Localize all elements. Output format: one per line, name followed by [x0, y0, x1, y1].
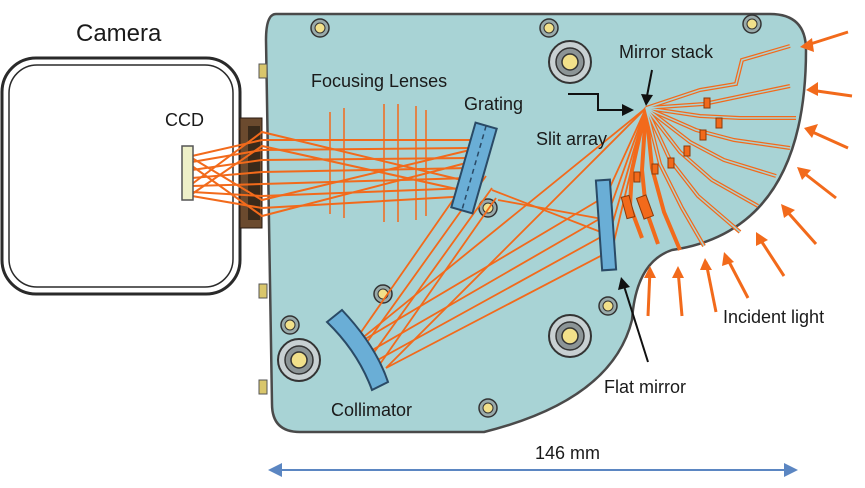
fiber-bundle-core	[645, 45, 796, 247]
grating	[450, 121, 498, 215]
collimator	[325, 308, 390, 392]
dimension-arrowhead-left	[268, 463, 282, 477]
incident-light-arrowheads	[644, 38, 818, 278]
slit-array-label: Slit array	[536, 129, 608, 149]
hex-socket-screw-icon	[478, 398, 498, 418]
slit-array-pointer	[568, 93, 622, 111]
hex-socket-screw-icon	[280, 315, 300, 335]
slit-array-arrowhead	[622, 104, 634, 116]
hex-socket-screw-icon	[742, 14, 762, 34]
incident-light-label: Incident light	[723, 307, 825, 327]
large-bolt-icon	[277, 338, 321, 382]
flat-mirror	[594, 178, 618, 272]
grating-label: Grating	[464, 94, 524, 114]
focusing-lenses-label: Focusing Lenses	[311, 71, 448, 91]
hex-socket-screw-icon	[539, 18, 559, 38]
plate-clip	[258, 379, 268, 395]
collimator-label: Collimator	[331, 400, 413, 420]
focusing-lens-elements	[329, 104, 427, 222]
focused-beams	[191, 130, 471, 218]
camera-inner-body	[8, 64, 234, 288]
mirror-stack-arrowhead	[641, 94, 653, 106]
large-bolt-icon	[548, 40, 592, 84]
dimension-arrowhead-right	[784, 463, 798, 477]
dimension-label: 146 mm	[535, 443, 601, 463]
flat-mirror-label: Flat mirror	[604, 377, 686, 397]
mirror-stack-pointer	[646, 69, 653, 97]
flat-mirror-arrowhead	[618, 277, 630, 290]
mirror-stack-label: Mirror stack	[619, 42, 713, 62]
mirror-stack-blocks	[620, 97, 723, 220]
plate-clip	[258, 63, 268, 79]
ccd-label: CCD	[165, 110, 204, 130]
large-bolt-icon	[548, 314, 592, 358]
camera-label: Camera	[76, 20, 162, 47]
flat-mirror-pointer	[623, 285, 649, 363]
plate-clip	[258, 283, 268, 299]
ccd-sensor	[181, 145, 194, 201]
hex-socket-screw-icon	[310, 18, 330, 38]
hex-socket-screw-icon	[598, 296, 618, 316]
